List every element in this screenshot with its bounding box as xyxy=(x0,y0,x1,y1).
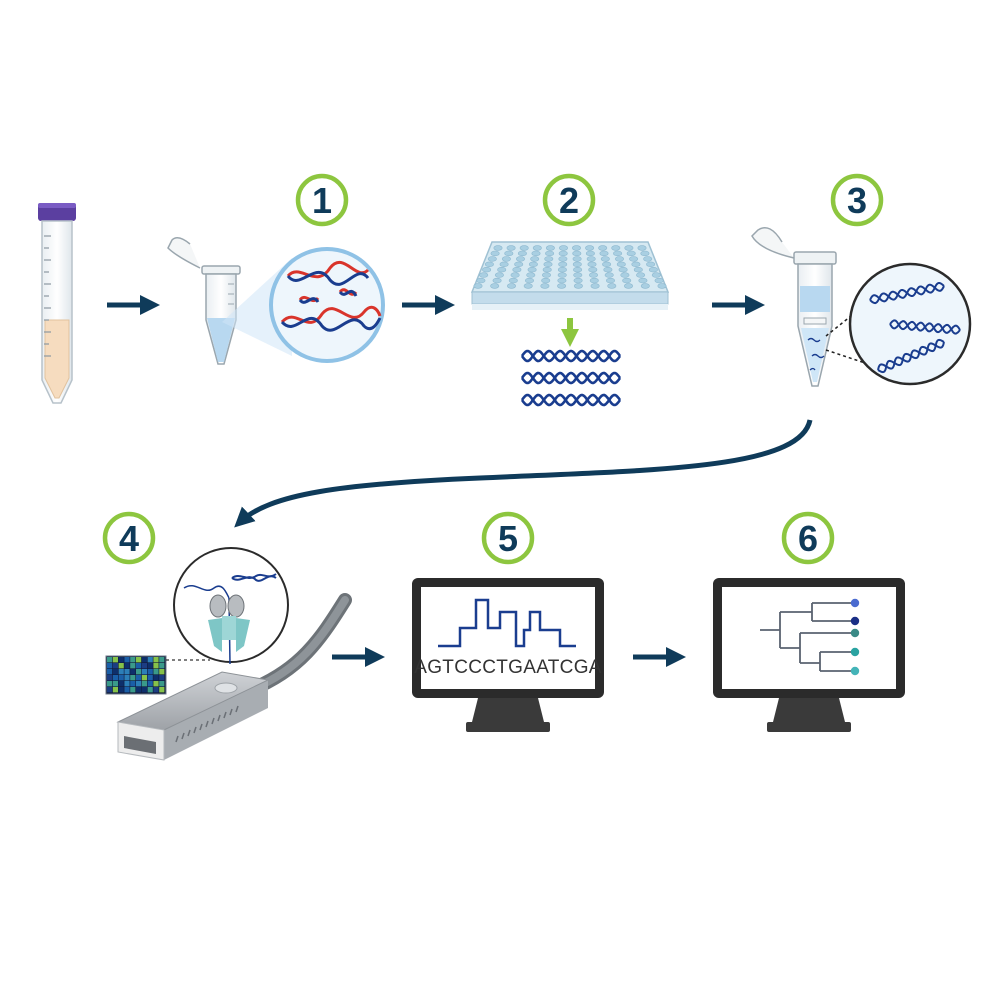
phylogeny-tip xyxy=(850,647,860,657)
signal-heatmap-icon xyxy=(105,655,167,695)
phylogeny-tip xyxy=(850,628,860,638)
extraction-tube-icon xyxy=(167,237,292,365)
step-badge-1: 1 xyxy=(295,173,349,227)
phylogeny-tip xyxy=(850,598,860,608)
arrow-to-step-4 xyxy=(234,419,813,528)
step-badge-3: 3 xyxy=(830,173,884,227)
phylogeny-tips xyxy=(850,598,860,676)
amplified-dna-icon xyxy=(520,349,622,407)
library-tube-icon xyxy=(751,227,881,387)
phylogeny-tip xyxy=(850,616,860,626)
phylogeny-tip xyxy=(850,666,860,676)
nanopore-magnifier-icon xyxy=(173,547,289,665)
step-number: 4 xyxy=(119,518,139,559)
step-badge-5: 5 xyxy=(481,511,535,565)
phylogeny-monitor-icon xyxy=(713,578,905,732)
sequence-text: AGTCCCTGAATCGA xyxy=(414,657,602,678)
step-number: 5 xyxy=(498,518,518,559)
pcr-plate-icon xyxy=(470,241,670,310)
step-badge-6: 6 xyxy=(781,511,835,565)
plate-wells xyxy=(473,245,667,289)
step-number: 3 xyxy=(847,180,867,221)
basecalling-monitor-icon xyxy=(412,578,604,732)
step-badge-4: 4 xyxy=(102,511,156,565)
nanopore-sequencer-icon xyxy=(116,593,352,761)
library-magnifier-icon xyxy=(848,262,972,386)
step-number: 6 xyxy=(798,518,818,559)
step-number: 2 xyxy=(559,180,579,221)
falcon-tube-icon xyxy=(38,203,76,404)
dna-magnifier-icon xyxy=(269,247,385,363)
step-badge-2: 2 xyxy=(542,173,596,227)
step-number: 1 xyxy=(312,180,332,221)
